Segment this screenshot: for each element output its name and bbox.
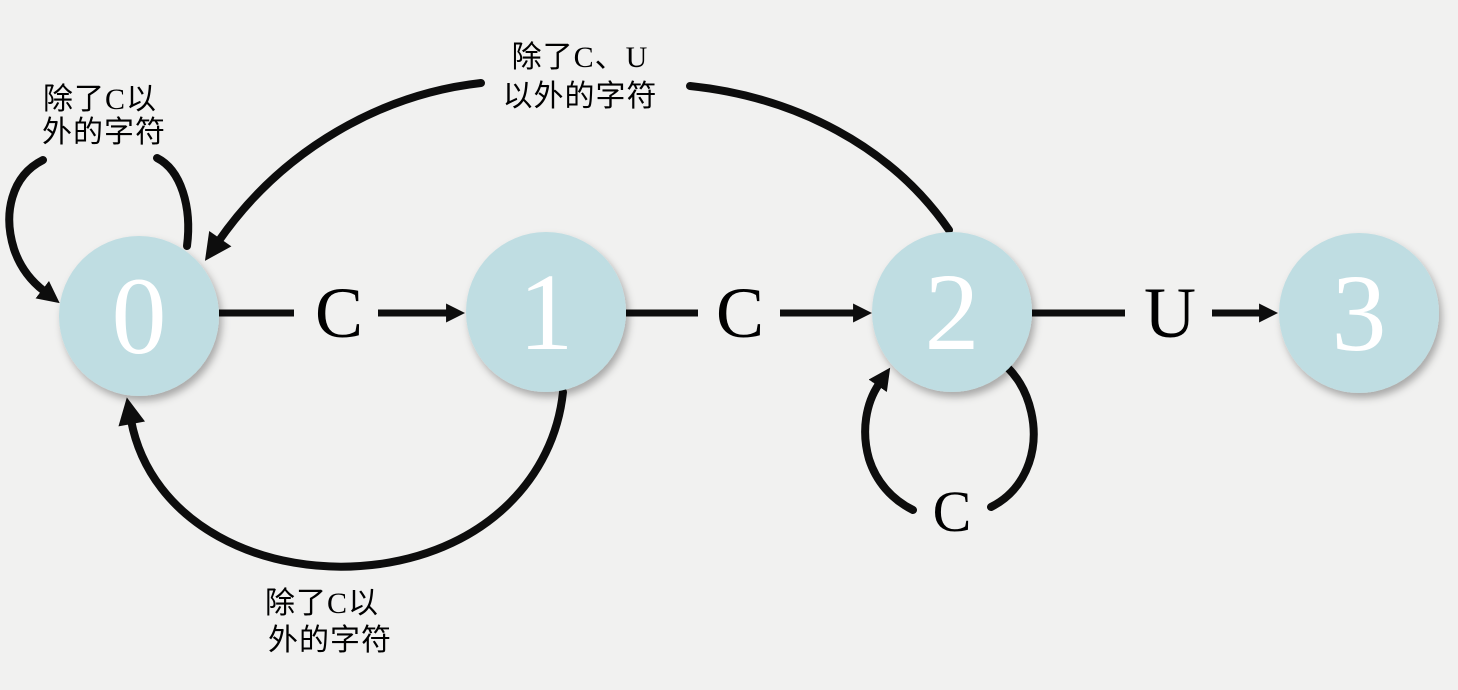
self-loop-state2-arc-left (861, 367, 917, 514)
state-label-1: 1 (519, 251, 574, 373)
edge-1-to-0-label-line1: 除了C以 (265, 587, 379, 620)
edge-1-to-0-arc (118, 388, 567, 571)
edge-1-to-0-label-line2: 外的字符 (268, 624, 392, 657)
state-label-0: 0 (112, 255, 167, 377)
edge-2-to-3-label: U (1144, 273, 1196, 353)
edge-2-to-0-label-line2: 以外的字符 (503, 80, 658, 113)
self-loop-state2-arc-right (987, 364, 1038, 511)
edge-2-to-0-arc-left (204, 79, 485, 261)
state-node-1: 1 (466, 232, 626, 392)
edge-0-to-1-label: C (315, 273, 363, 353)
state-circle-2 (872, 232, 1032, 392)
edge-2-to-0-arc-right (686, 82, 953, 234)
state-node-2: 2 (872, 232, 1032, 392)
self-loop-state0-label-line2: 外的字符 (42, 116, 166, 149)
state-label-3: 3 (1332, 252, 1387, 374)
state-circle-1 (466, 232, 626, 392)
state-label-2: 2 (925, 251, 980, 373)
edge-2-to-0-label-line1: 除了C、U (512, 41, 649, 74)
self-loop-state0-arc-right (153, 154, 193, 250)
edge-1-to-2-label: C (716, 273, 764, 353)
self-loop-state0-arc-left (5, 156, 60, 304)
self-loop-state0-label-line1: 除了C以 (43, 83, 157, 116)
state-node-3: 3 (1279, 233, 1439, 393)
state-node-0: 0 (59, 236, 219, 396)
state-circle-3 (1279, 233, 1439, 393)
self-loop-state2-label: C (933, 479, 972, 544)
state-circle-0 (59, 236, 219, 396)
